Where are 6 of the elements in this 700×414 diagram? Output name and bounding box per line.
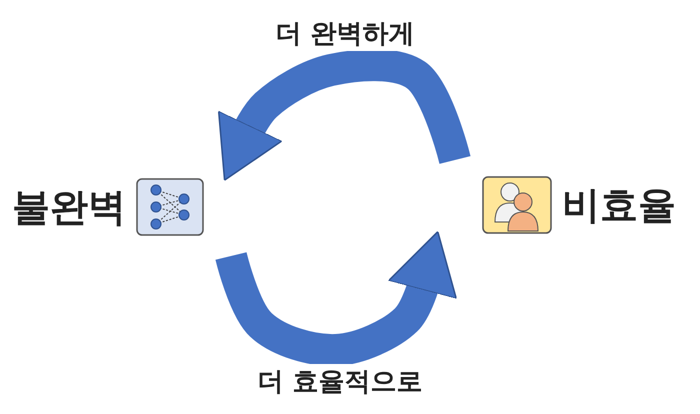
labeled-icon-node xyxy=(482,176,676,234)
node-label: 비효율 xyxy=(562,182,676,228)
curved-arrow xyxy=(218,49,470,181)
node-label: 불완벽 xyxy=(12,184,126,230)
labeled-icon-node xyxy=(12,178,206,236)
curved-arrow xyxy=(216,231,457,366)
